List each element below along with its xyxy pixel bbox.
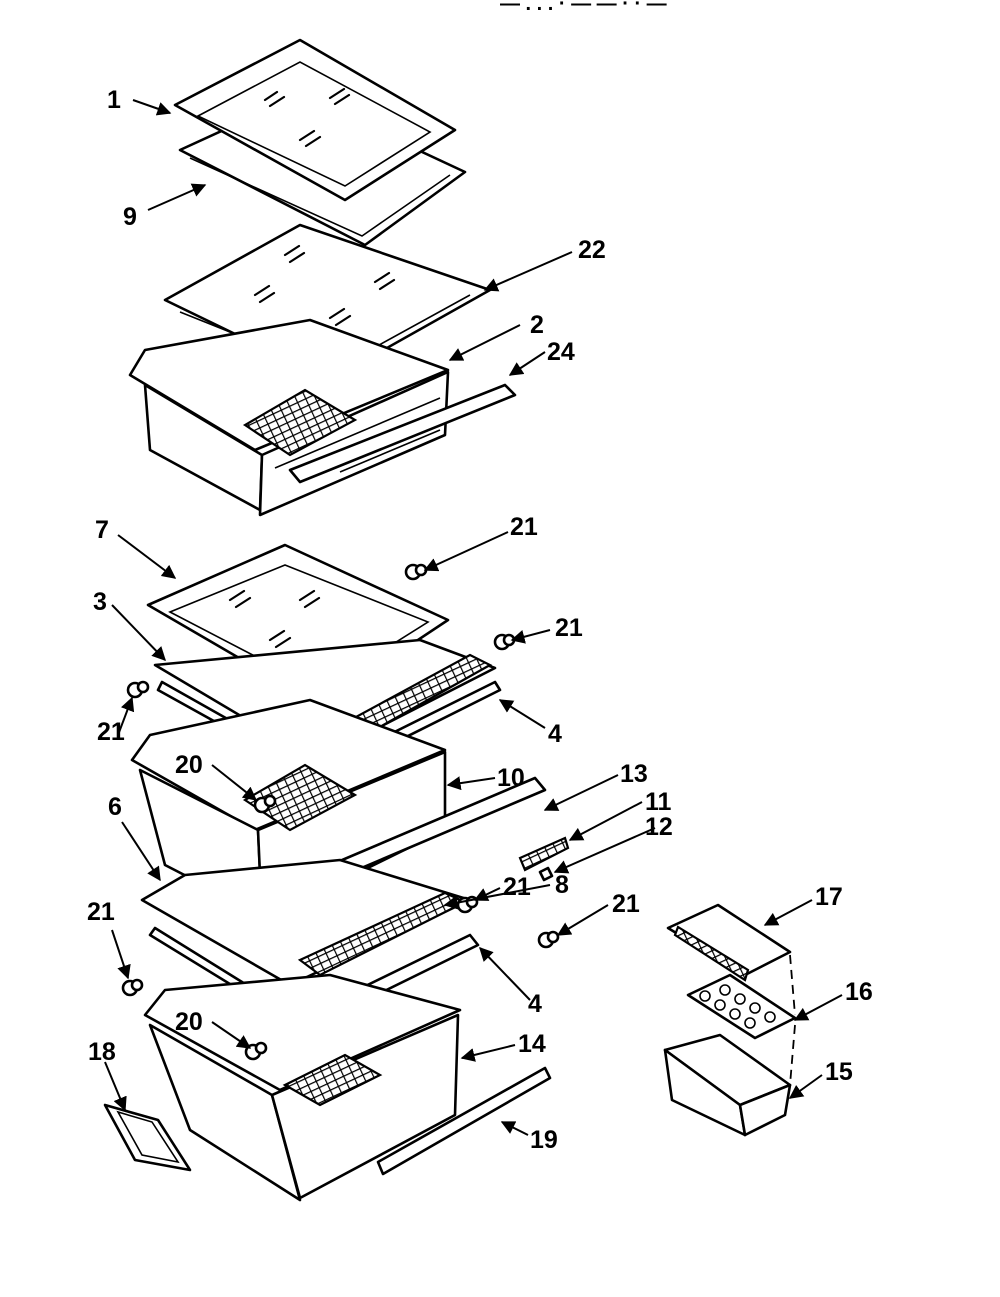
callout-21-b: 21 <box>555 614 583 642</box>
callout-17: 17 <box>815 883 843 911</box>
callout-21-e: 21 <box>612 890 640 918</box>
fastener-part-21-c <box>126 680 150 699</box>
callout-12: 12 <box>645 813 673 841</box>
callout-4-upper: 4 <box>548 720 562 748</box>
drawer-handle-part-19 <box>376 1066 552 1176</box>
leader-lines <box>104 99 843 1136</box>
callout-10: 10 <box>497 764 525 792</box>
callout-21-a: 21 <box>510 513 538 541</box>
assembly-line-16-17 <box>789 954 796 1016</box>
egg-tray-part-16 <box>686 973 797 1040</box>
callout-8: 8 <box>555 871 569 899</box>
label-card-part-18 <box>103 1103 192 1172</box>
callout-19: 19 <box>530 1126 558 1154</box>
callout-2: 2 <box>530 311 544 339</box>
callout-4-lower: 4 <box>528 990 542 1018</box>
glass-shelf-part-22 <box>163 223 492 382</box>
bin-base-part-15 <box>663 1033 792 1137</box>
callout-14: 14 <box>518 1030 546 1058</box>
drawer-handle-part-24 <box>288 383 517 484</box>
glass-shelf-part-1 <box>173 38 457 202</box>
callout-7: 7 <box>95 516 109 544</box>
callout-22: 22 <box>578 236 606 264</box>
fastener-part-21-f <box>121 978 144 997</box>
callout-21-c: 21 <box>97 718 125 746</box>
fastener-part-20-a <box>253 794 277 814</box>
crisper-drawer-part-2 <box>128 318 450 517</box>
callout-21-d: 21 <box>503 873 531 901</box>
callout-3: 3 <box>93 588 107 616</box>
callout-6: 6 <box>108 793 122 821</box>
clip-part-12 <box>538 866 554 882</box>
lower-drawer-part-14 <box>143 973 462 1202</box>
callout-16: 16 <box>845 978 873 1006</box>
slide-part-11 <box>518 836 570 872</box>
fastener-part-21-e <box>537 930 560 949</box>
callout-9: 9 <box>123 203 137 231</box>
bin-cover-part-17 <box>666 903 792 982</box>
callout-15: 15 <box>825 1058 853 1086</box>
callout-13: 13 <box>620 760 648 788</box>
callout-18: 18 <box>88 1038 116 1066</box>
fastener-part-21-b <box>493 633 516 651</box>
callout-20-b: 20 <box>175 1008 203 1036</box>
fastener-part-21-a <box>404 563 428 581</box>
callout-21-f: 21 <box>87 898 115 926</box>
header-fragment: — . . . · — — · · — <box>500 0 667 15</box>
callout-24: 24 <box>547 338 575 366</box>
callout-11: 11 <box>645 788 672 816</box>
callout-1: 1 <box>107 86 121 114</box>
assembly-line-15-16 <box>789 1024 796 1086</box>
callout-20-a: 20 <box>175 751 203 779</box>
